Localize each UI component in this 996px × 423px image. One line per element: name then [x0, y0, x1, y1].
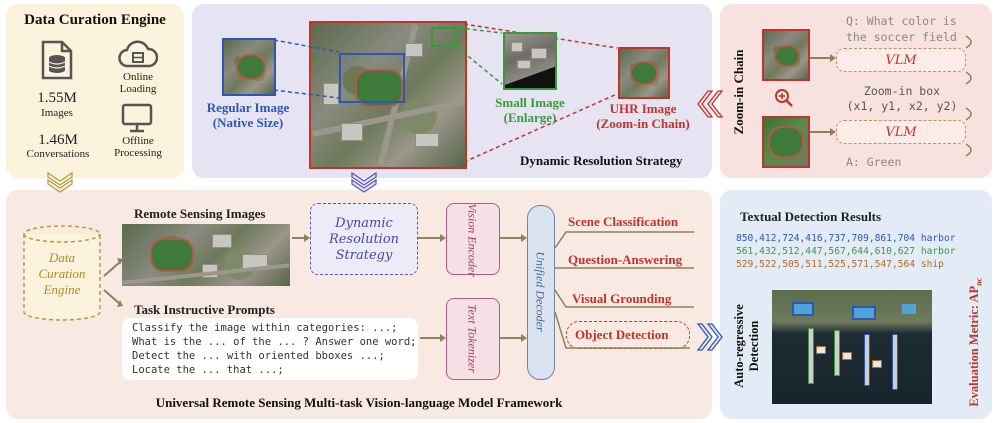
text-tokenizer-box: [446, 298, 500, 380]
zoom-answer: A: Green: [846, 155, 902, 169]
zoom-box-text: Zoom-in box (x1, y1, x2, y2): [836, 84, 968, 114]
uhr-main-image: [309, 21, 467, 169]
vision-encoder-box: [446, 203, 500, 275]
task-visual-grounding: Visual Grounding: [572, 291, 672, 306]
detection-line: 529,522,505,511,525,571,547,564 ship: [736, 258, 988, 271]
regular-line1: Regular Image: [206, 100, 290, 115]
evaluation-label: Evaluation Metric: APnc: [967, 277, 984, 407]
offline-processing-label: Offline Processing: [102, 135, 174, 159]
vlm-label-2: VLM: [885, 125, 917, 140]
processing-word: Processing: [114, 147, 162, 159]
dyn-line1: Dynamic: [335, 216, 393, 231]
dynamic-caption: Dynamic Resolution Strategy: [520, 153, 683, 168]
offline-word: Offline: [122, 135, 154, 147]
engine-cylinder-label: Data Curation Engine: [20, 250, 104, 298]
question-line2: the soccer field: [846, 30, 957, 44]
task-question-answering: Question-Answering: [568, 252, 683, 267]
regular-image-label: Regular Image (Native Size): [196, 100, 300, 130]
engine-line2: Curation: [38, 266, 86, 281]
zoom-in-icon: [775, 89, 793, 107]
rs-images-strip: [122, 224, 290, 286]
question-line1: Q: What color is: [846, 14, 957, 28]
prompt-line: What is the ... of the ... ? Answer one …: [132, 336, 417, 348]
detection-results: 850,412,724,416,737,709,861,704 harbor 5…: [736, 232, 988, 276]
engine-line3: Engine: [43, 282, 81, 297]
prompt-line: Classify the image within categories: ..…: [132, 322, 398, 334]
prompts-box: Classify the image within categories: ..…: [122, 318, 418, 380]
detection-title: Textual Detection Results: [740, 209, 882, 224]
task-object-detection: Object Detection: [575, 327, 669, 342]
regular-image: [222, 38, 276, 96]
evaluation-sub: nc: [974, 277, 984, 286]
images-count: 1.55M: [37, 90, 77, 106]
detection-line: 850,412,724,416,737,709,861,704 harbor: [736, 232, 988, 245]
det-cls-3: ship: [920, 259, 944, 270]
autoreg-line2: Detection: [747, 320, 761, 372]
small-image-label: Small Image (Enlarge): [482, 95, 578, 125]
small-image: [503, 32, 557, 90]
dyn-strategy-box: Dynamic Resolution Strategy: [310, 203, 418, 275]
zoombox-line2: (x1, y1, x2, y2): [846, 99, 958, 113]
chevron-right-icon: [696, 323, 723, 351]
zoom-image-2: [762, 116, 810, 168]
zoom-question: Q: What color is the soccer field: [846, 13, 957, 45]
vlm-box-2: VLM: [836, 120, 966, 144]
chevron-down-icon: [47, 171, 73, 193]
cloud-icon: [118, 40, 158, 68]
loading-word: Loading: [119, 83, 157, 95]
unified-decoder-box: [527, 205, 555, 380]
harbor-image: [772, 290, 932, 404]
conv-label: Conversations: [26, 148, 90, 160]
prompt-line: Detect the ... with oriented bboxes ...;: [132, 350, 385, 362]
evaluation-text: Evaluation Metric: AP: [966, 285, 981, 407]
uhr-thumbnail: [618, 47, 670, 99]
dyn-strategy-label: Dynamic Resolution Strategy: [311, 204, 417, 264]
data-engine-panel: [6, 4, 184, 178]
online-loading-label: Online Loading: [108, 71, 168, 95]
det-coords-1: 850,412,724,416,737,709,861,704: [736, 233, 916, 244]
uhr-line1: UHR Image: [609, 101, 677, 116]
vlm-box-1: VLM: [836, 48, 966, 72]
autoreg-line1: Auto-regressive: [732, 304, 746, 388]
zoombox-line1: Zoom-in box: [863, 84, 941, 98]
dyn-line3: Strategy: [335, 248, 393, 263]
autoregressive-label: Auto-regressive Detection: [732, 296, 762, 396]
task-scene-classification: Scene Classification: [568, 214, 679, 229]
uhr-image-label: UHR Image (Zoom-in Chain): [588, 101, 698, 131]
engine-cylinder: [23, 225, 101, 321]
monitor-icon: [121, 103, 153, 133]
conv-count: 1.46M: [38, 132, 78, 148]
prompts-title: Task Instructive Prompts: [134, 302, 275, 317]
dyn-line2: Resolution: [328, 232, 400, 247]
chevron-down-icon: [351, 171, 377, 193]
database-file-icon: [41, 40, 73, 80]
rs-images-title: Remote Sensing Images: [134, 206, 266, 221]
images-label: Images: [41, 107, 73, 119]
vlm-label-1: VLM: [885, 53, 917, 68]
chevron-left-icon: [697, 90, 724, 118]
small-line2: (Enlarge): [503, 110, 557, 125]
engine-title: Data Curation Engine: [24, 12, 166, 28]
uhr-line2: (Zoom-in Chain): [596, 116, 690, 131]
det-cls-1: harbor: [920, 233, 956, 244]
detection-line: 561,432,512,447,567,644,610,627 harbor: [736, 245, 988, 258]
small-line1: Small Image: [495, 95, 565, 110]
prompt-line: Locate the ... that ...;: [132, 364, 284, 376]
online-word: Online: [123, 71, 153, 83]
det-coords-2: 561,432,512,447,567,644,610,627: [736, 246, 916, 257]
framework-caption: Universal Remote Sensing Multi-task Visi…: [155, 395, 563, 410]
det-cls-2: harbor: [920, 246, 956, 257]
engine-line1: Data: [49, 250, 75, 265]
regular-line2: (Native Size): [212, 115, 284, 130]
det-coords-3: 529,522,505,511,525,571,547,564: [736, 259, 916, 270]
zoom-image-1: [762, 29, 810, 81]
